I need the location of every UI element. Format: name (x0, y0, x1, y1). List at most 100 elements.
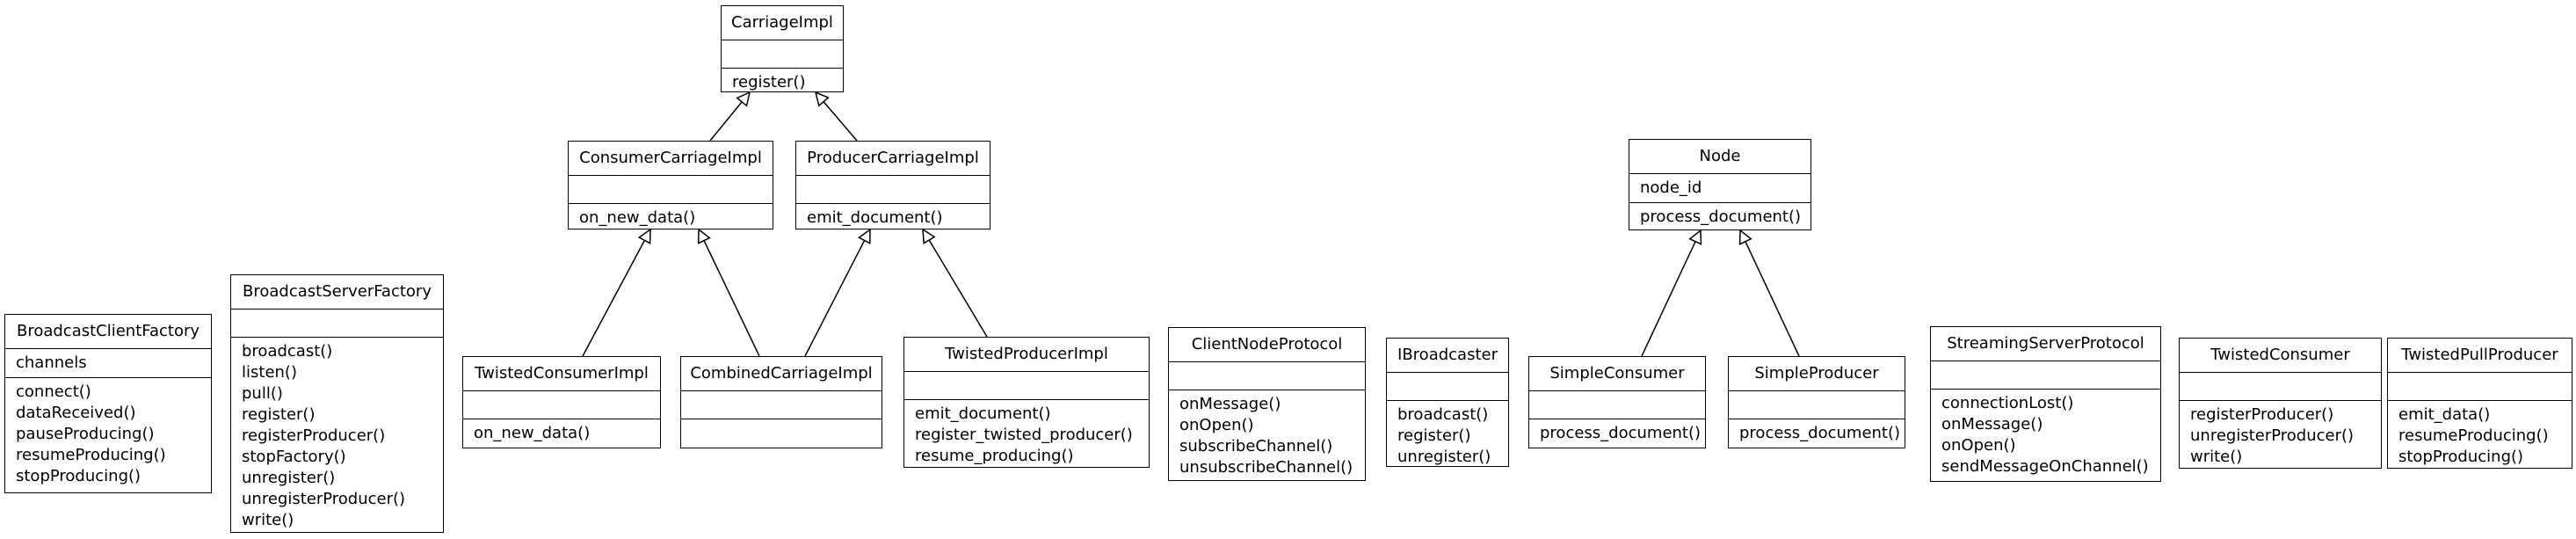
class-name: BroadcastClientFactory (5, 315, 211, 349)
inheritance-arrowhead (814, 91, 830, 107)
class-box-twisted-producer-impl: TwistedProducerImpl emit_document()regist… (903, 337, 1150, 468)
method: pull() (242, 384, 283, 403)
inheritance-arrows (582, 91, 1800, 357)
method: pauseProducing() (16, 425, 155, 443)
method: unregister() (242, 469, 336, 487)
class-name: IBroadcaster (1387, 339, 1508, 373)
method: unregisterProducer() (2190, 426, 2355, 445)
inheritance-arrowhead (857, 228, 871, 244)
method: process_document() (1540, 424, 1702, 442)
method: resume_producing() (915, 447, 1074, 465)
method: unregister() (1397, 448, 1491, 466)
method: process_document() (1739, 424, 1901, 442)
class-name: Node (1629, 140, 1810, 174)
method: listen() (242, 363, 297, 382)
class-name: CombinedCarriageImpl (681, 357, 882, 391)
inheritance-line (703, 240, 760, 357)
class-attributes (2388, 373, 2572, 401)
method: connectionLost() (1941, 394, 2074, 412)
class-attributes (722, 40, 843, 69)
class-name: TwistedPullProducer (2388, 339, 2572, 373)
method: resumeProducing() (16, 446, 166, 464)
method: emit_document() (915, 404, 1051, 423)
method: resumeProducing() (2398, 426, 2549, 445)
method: broadcast() (242, 342, 333, 361)
inheritance-line (928, 239, 988, 338)
class-name: TwistedProducerImpl (904, 338, 1149, 372)
class-box-ibroadcaster: IBroadcaster broadcast() register() unregis… (1386, 338, 1509, 467)
method: broadcast() (1397, 405, 1489, 424)
class-box-producer-carriage-impl: ProducerCarriageImpl emit_document() (795, 141, 990, 229)
class-box-combined-carriage-impl: CombinedCarriageImpl (680, 356, 882, 448)
class-name: CarriageImpl (722, 6, 843, 40)
class-attributes (1529, 391, 1705, 419)
class-attributes (231, 310, 443, 338)
class-methods: on_new_data() (463, 419, 660, 448)
class-name: TwistedConsumer (2180, 339, 2381, 373)
method: register() (242, 405, 316, 424)
method: process_document() (1640, 208, 1802, 226)
class-box-broadcast-client-factory: BroadcastClientFactory channels connect() d… (4, 314, 212, 493)
class-methods: on_new_data() (569, 204, 773, 232)
class-box-node: Node node_id process_document() (1629, 139, 1811, 230)
class-attributes: node_id (1629, 174, 1810, 203)
class-methods: process_document() (1729, 419, 1905, 448)
method: on_new_data() (579, 208, 696, 227)
class-methods: emit_document()register_twisted_producer… (904, 400, 1149, 470)
method: unsubscribeChannel() (1179, 458, 1353, 477)
class-name: SimpleConsumer (1529, 357, 1705, 391)
method: subscribeChannel() (1179, 437, 1333, 455)
class-methods: broadcast() register() unregister() (1387, 401, 1508, 471)
class-attributes (904, 372, 1149, 400)
method: onOpen() (1179, 416, 1254, 434)
class-methods: emit_document() (796, 204, 990, 232)
class-name: ClientNodeProtocol (1169, 328, 1365, 362)
class-box-twisted-consumer: TwistedConsumer registerProducer() unregis… (2179, 338, 2382, 469)
class-name: TwistedConsumerImpl (463, 357, 660, 391)
inheritance-line (582, 239, 646, 357)
class-methods: process_document() (1629, 203, 1810, 231)
inheritance-line (1745, 241, 1800, 357)
method: on_new_data() (474, 424, 591, 442)
class-methods (681, 419, 882, 446)
class-attributes (1387, 373, 1508, 401)
inheritance-line (823, 101, 858, 142)
method: registerProducer() (2190, 405, 2334, 424)
class-attributes (2180, 373, 2381, 401)
method: stopProducing() (2398, 448, 2524, 466)
inheritance-arrowhead (697, 228, 711, 244)
method: onMessage() (1941, 415, 2043, 433)
class-methods: broadcast() listen() pull() register() regis… (231, 338, 443, 535)
method: stopFactory() (242, 448, 346, 466)
class-box-consumer-carriage-impl: ConsumerCarriageImpl on_new_data() (568, 141, 773, 229)
method: write() (242, 511, 294, 529)
class-box-twisted-consumer-impl: TwistedConsumerImpl on_new_data() (462, 356, 661, 448)
method: emit_document() (807, 208, 943, 227)
inheritance-line (804, 240, 866, 357)
method: register() (732, 73, 806, 91)
method: registerProducer() (242, 426, 386, 445)
class-methods: registerProducer() unregisterProducer() wr… (2180, 401, 2381, 471)
class-name: ConsumerCarriageImpl (569, 142, 773, 176)
method: unregisterProducer() (242, 490, 406, 508)
inheritance-line (709, 101, 743, 142)
method: dataReceived() (16, 404, 136, 422)
attribute: node_id (1640, 178, 1702, 197)
class-methods: process_document() (1529, 419, 1705, 448)
attribute: channels (16, 353, 87, 372)
class-box-simple-consumer: SimpleConsumer process_document() (1528, 356, 1706, 448)
class-attributes: channels (5, 349, 211, 378)
method: connect() (16, 382, 91, 401)
class-name: BroadcastServerFactory (231, 275, 443, 310)
method: stopProducing() (16, 467, 141, 485)
method: register() (1397, 426, 1471, 445)
method: write() (2190, 448, 2243, 466)
class-name: ProducerCarriageImpl (796, 142, 990, 176)
inheritance-arrowhead (1688, 229, 1702, 245)
method: onOpen() (1941, 436, 2016, 455)
